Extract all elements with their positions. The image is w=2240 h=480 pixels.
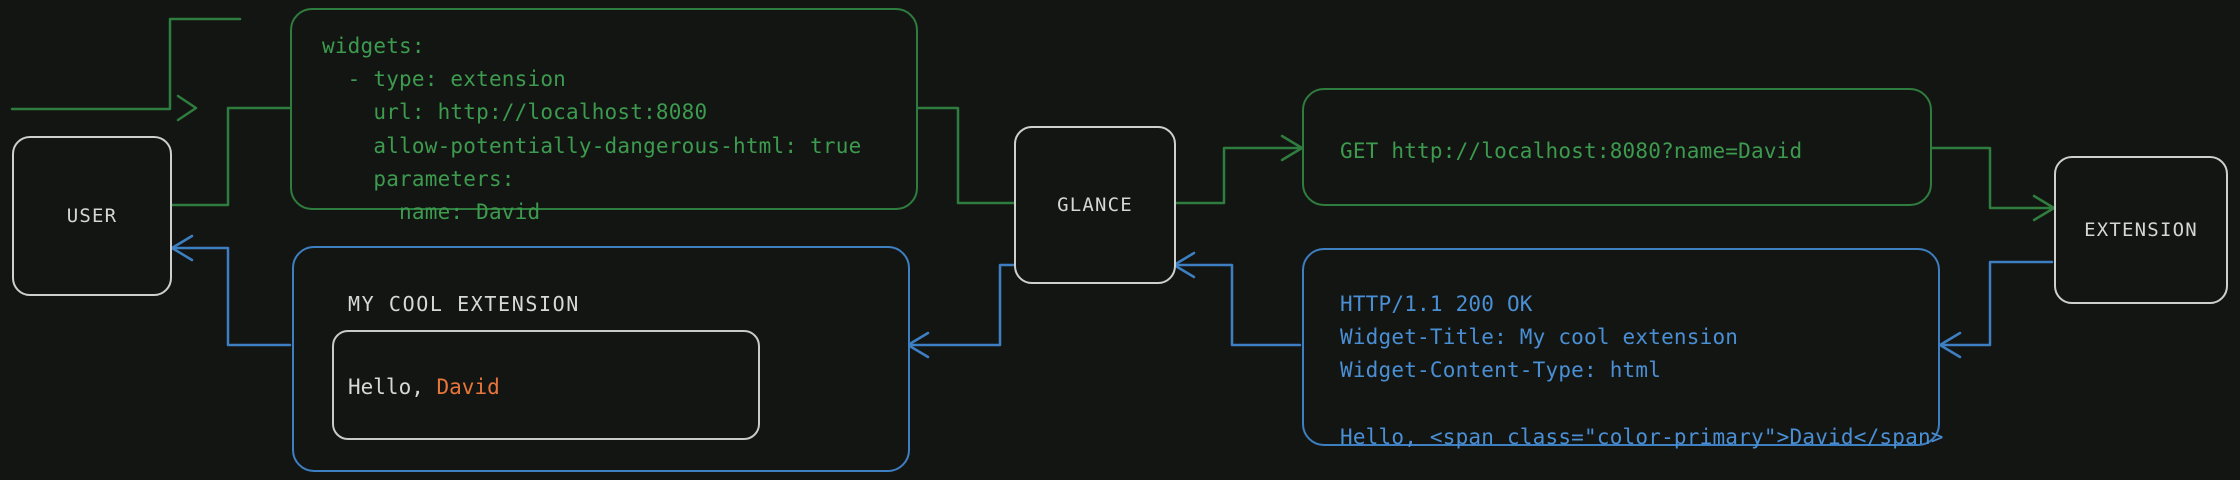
edge-widget-to-user <box>170 234 292 347</box>
edge-glance-to-request <box>1172 134 1304 205</box>
arrowhead-request-extension <box>2032 194 2056 222</box>
http-request-text: GET http://localhost:8080?name=David <box>1340 139 1803 163</box>
http-response-card[interactable] <box>1302 248 1940 446</box>
node-user[interactable]: USER <box>12 136 172 296</box>
edge-extension-to-response <box>1938 260 2054 359</box>
node-extension-label: EXTENSION <box>2084 219 2198 241</box>
widget-preview-inner-card <box>332 330 760 440</box>
config-yaml-text: widgets: - type: extension url: http://l… <box>322 34 862 224</box>
arrowhead-request-config <box>176 94 198 122</box>
arrowhead-widget-user <box>170 234 194 262</box>
arrowhead-response-glance <box>1172 251 1196 279</box>
http-request-card[interactable] <box>1302 88 1932 206</box>
node-glance[interactable]: GLANCE <box>1014 126 1176 284</box>
config-yaml-card[interactable] <box>290 8 918 210</box>
node-user-label: USER <box>66 205 118 227</box>
greeting-name: David <box>436 375 500 399</box>
node-extension[interactable]: EXTENSION <box>2054 156 2228 304</box>
arrowhead-glance-request <box>1280 134 1304 162</box>
greeting-prefix: Hello, <box>348 375 437 399</box>
edge-response-to-glance <box>1172 251 1302 347</box>
arrowhead-glance-widget <box>906 331 930 359</box>
widget-preview-greeting: Hello, David <box>348 375 500 399</box>
edge-request-to-extension <box>1930 146 2056 222</box>
widget-preview-title: MY COOL EXTENSION <box>348 292 580 316</box>
node-glance-label: GLANCE <box>1057 194 1133 216</box>
http-response-text: HTTP/1.1 200 OK Widget-Title: My cool ex… <box>1340 292 1944 449</box>
